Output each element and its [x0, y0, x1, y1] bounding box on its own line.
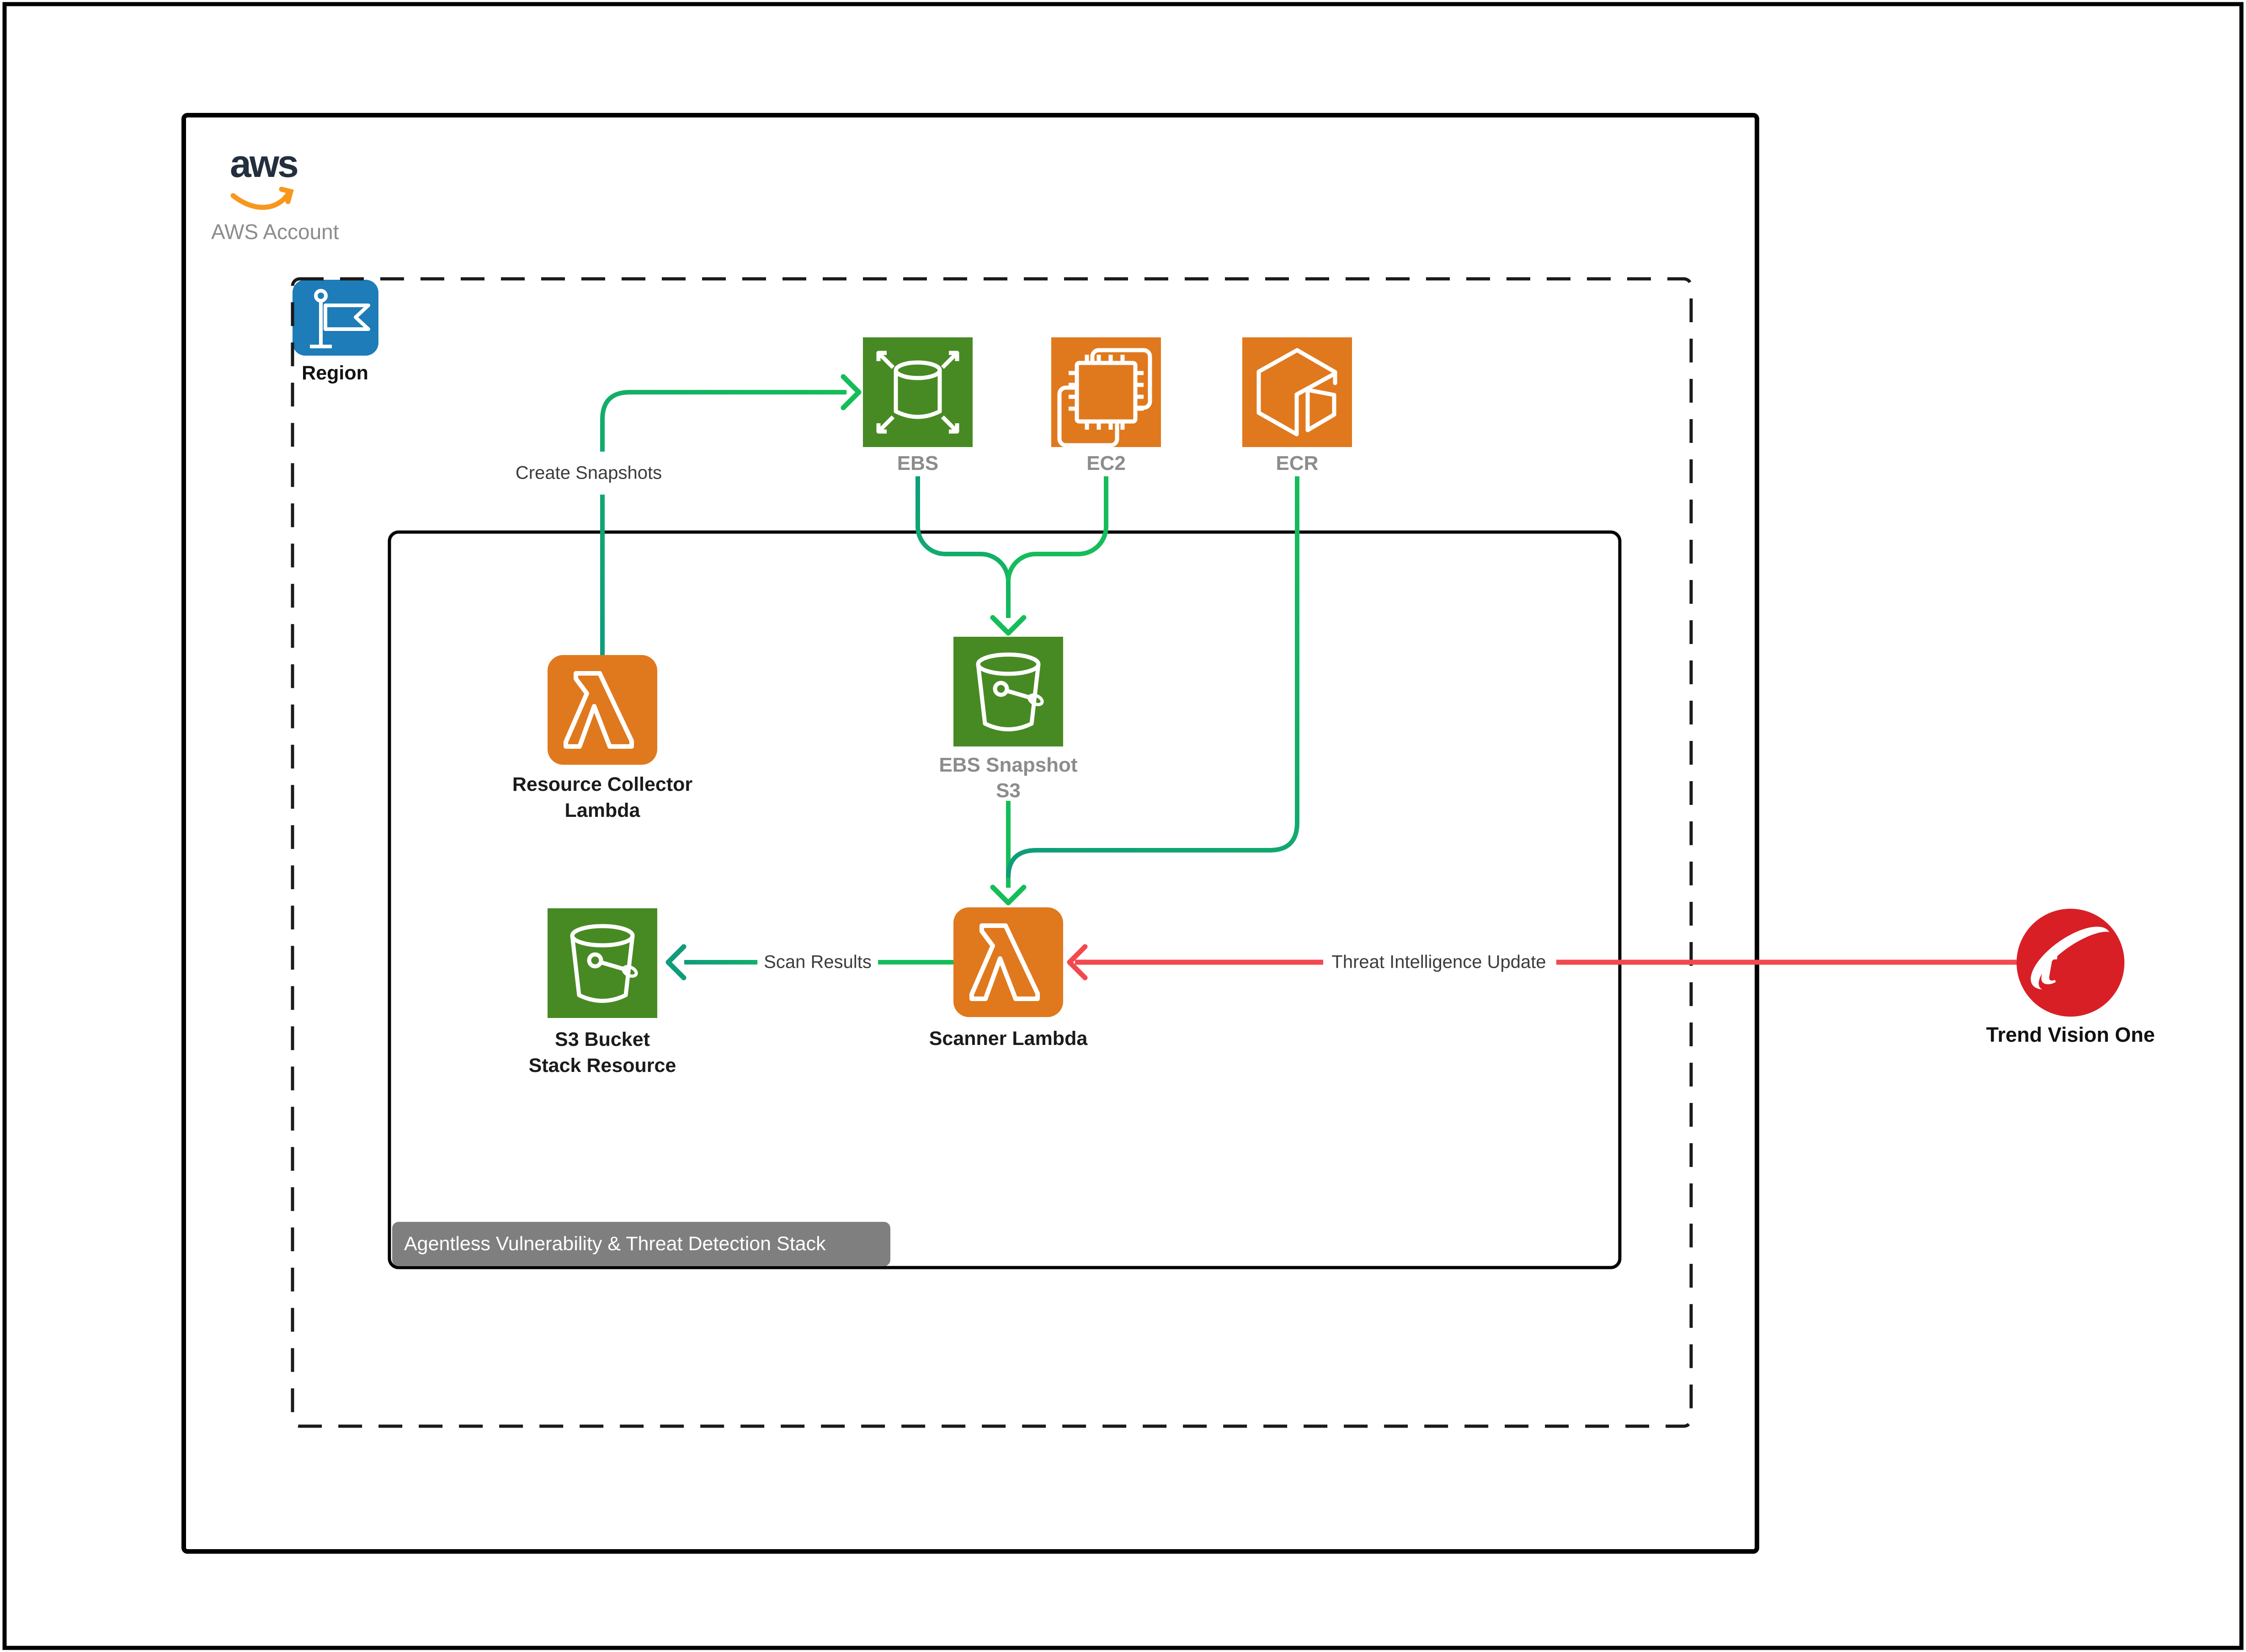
ebs-label: EBS	[897, 452, 939, 474]
edge-snapshots-to-s3	[915, 476, 1108, 636]
s3-bucket-icon	[570, 924, 638, 1003]
ebs-volume-icon	[876, 351, 959, 434]
scan-results-label: Scan Results	[757, 950, 878, 975]
scanner-lambda-icon	[969, 923, 1040, 1001]
ecr-box-icon	[1256, 348, 1337, 437]
aws-account-box	[181, 113, 1759, 1554]
region-label: Region	[302, 362, 368, 384]
edge-to-scanner	[990, 476, 1299, 906]
region-tile	[293, 280, 378, 356]
ebs-snapshot-s3-label: EBS Snapshot S3	[939, 754, 1078, 802]
threat-intel-label: Threat Intelligence Update	[1325, 950, 1553, 975]
aws-account-label: AWS Account	[211, 220, 339, 244]
aws-logo-text: aws	[230, 142, 299, 185]
stack-badge: Agentless Vulnerability & Threat Detecti…	[392, 1222, 890, 1266]
stack-box	[388, 530, 1622, 1269]
trend-vision-one-label: Trend Vision One	[1986, 1023, 2155, 1046]
s3-bucket-label: S3 Bucket Stack Resource	[528, 1029, 676, 1076]
edge-create-snapshots	[600, 374, 862, 655]
trend-vision-one-logo: t	[2017, 909, 2124, 1017]
ecr-label: ECR	[1276, 452, 1319, 474]
region-flag-icon	[310, 289, 370, 348]
resource-collector-label: Resource Collector Lambda	[512, 773, 693, 821]
edge-threat-intel	[1067, 944, 2017, 981]
resource-collector-lambda-icon	[564, 671, 634, 749]
create-snapshots-label: Create Snapshots	[509, 461, 669, 485]
ec2-chip-icon	[1057, 348, 1152, 448]
edge-scan-results	[665, 944, 953, 981]
aws-smile-icon	[230, 187, 294, 210]
region-box	[291, 277, 1693, 1428]
ebs-snapshot-s3-icon	[976, 652, 1044, 731]
trend-logo-glyph: t	[2039, 931, 2058, 997]
scanner-lambda-label: Scanner Lambda	[929, 1028, 1088, 1050]
ec2-label: EC2	[1086, 452, 1126, 474]
